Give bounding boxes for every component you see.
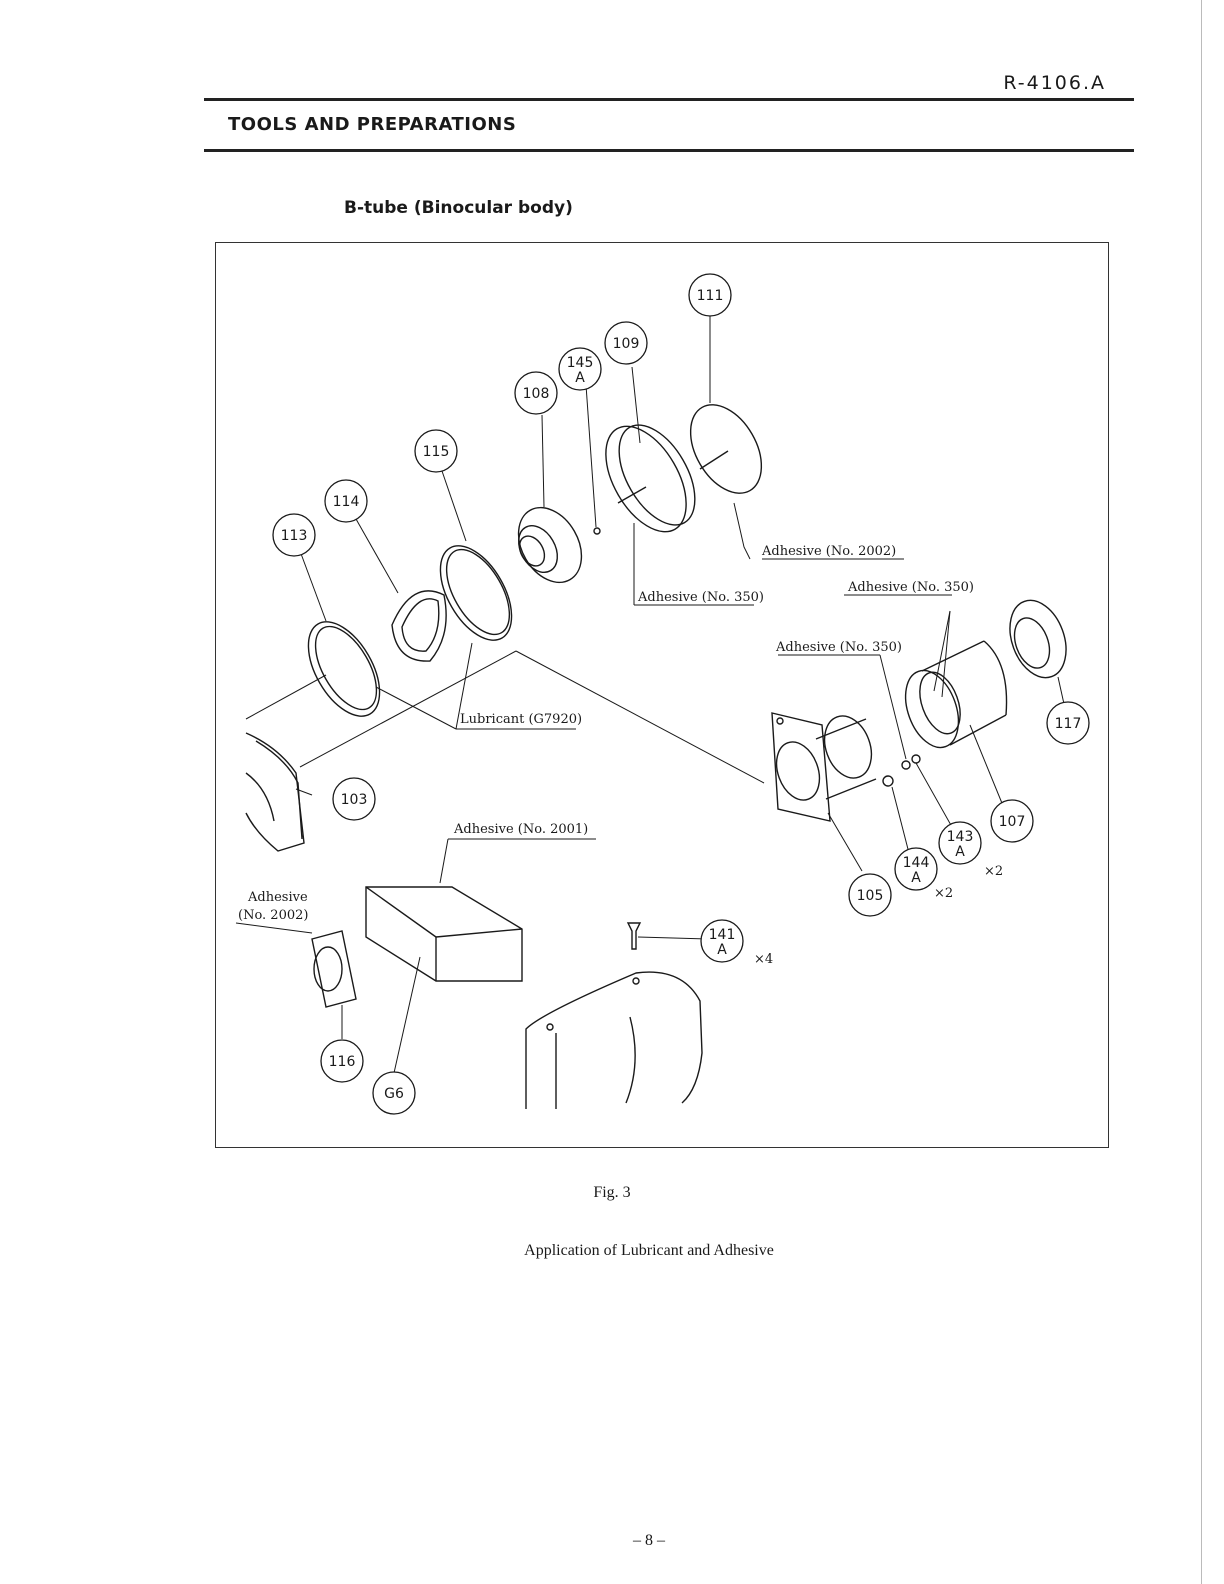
note-adhesive-2002-top: Adhesive (No. 2002) <box>761 544 896 559</box>
callout-number: 113 <box>281 528 308 544</box>
callout-117: 117 <box>1046 701 1090 745</box>
part-115-ring <box>439 545 513 641</box>
callout-number: 108 <box>523 386 550 402</box>
part-g6-prism <box>365 886 523 982</box>
exploded-view-drawing: 111109145A108115114113103117107143A144A1… <box>235 273 1090 1115</box>
callout-circle <box>272 513 316 557</box>
callout-circle <box>558 347 602 391</box>
callout-116: 116 <box>320 1039 364 1083</box>
callout-circle <box>320 1039 364 1083</box>
callout-circle <box>894 847 938 891</box>
callout-115: 115 <box>414 429 458 473</box>
callout-108: 108 <box>514 371 558 415</box>
section-title: TOOLS AND PREPARATIONS <box>228 114 517 135</box>
callout-g6: G6 <box>372 1071 416 1115</box>
note-lubricant: Lubricant (G7920) <box>460 712 582 727</box>
note-adhesive-2001: Adhesive (No. 2001) <box>453 822 588 837</box>
document-code: R-4106.A <box>1003 72 1106 94</box>
callout-number: 115 <box>423 444 450 460</box>
callout-subletter: A <box>717 942 727 958</box>
callout-circle <box>990 799 1034 843</box>
callout-113: 113 <box>272 513 316 557</box>
callout-number: 105 <box>857 888 884 904</box>
callout-number: 109 <box>613 336 640 352</box>
callout-number: 145 <box>567 355 594 371</box>
part-116-lens-plate <box>311 930 357 1008</box>
callout-number: 107 <box>999 814 1026 830</box>
part-113-ring <box>307 621 381 717</box>
note-adhesive-2002-left-line2: (No. 2002) <box>238 908 308 923</box>
callout-107: 107 <box>990 799 1034 843</box>
callout-circle <box>1046 701 1090 745</box>
note-adhesive-350-a: Adhesive (No. 350) <box>637 590 764 605</box>
callout-circle <box>324 479 368 523</box>
figure-subtitle: B-tube (Binocular body) <box>344 198 573 218</box>
callout-number: 111 <box>697 288 724 304</box>
callout-subletter: A <box>955 844 965 860</box>
note-adhesive-350-c: Adhesive (No. 350) <box>775 640 902 655</box>
callout-circle <box>514 371 558 415</box>
page-margin-line <box>1201 0 1202 1584</box>
callout-103: 103 <box>332 777 376 821</box>
multiplier-141: ×4 <box>754 952 773 967</box>
multiplier-144: ×2 <box>934 886 953 901</box>
part-111-glass-disc <box>689 404 763 494</box>
callout-circle <box>414 429 458 473</box>
part-108-eyepiece-holder <box>517 506 601 584</box>
callout-114: 114 <box>324 479 368 523</box>
part-117-end-cap <box>1009 599 1067 679</box>
multiplier-143: ×2 <box>984 864 1003 879</box>
callout-circle <box>372 1071 416 1115</box>
callout-number: 117 <box>1055 716 1082 732</box>
part-103-housing <box>245 732 305 852</box>
note-adhesive-2002-left-line1: Adhesive <box>247 890 308 905</box>
part-105-flange-body <box>771 712 877 822</box>
part-143-144-screws <box>882 754 921 787</box>
callout-number: 103 <box>341 792 368 808</box>
figure-label: Fig. 3 <box>593 1184 631 1201</box>
header-rule-bottom <box>204 149 1134 152</box>
callout-111: 111 <box>688 273 732 317</box>
part-109-ring <box>605 424 696 533</box>
callout-105: 105 <box>848 873 892 917</box>
part-107-cylinder <box>904 640 1008 749</box>
callout-number: 144 <box>903 855 930 871</box>
note-adhesive-350-b: Adhesive (No. 350) <box>847 580 974 595</box>
part-141-screw <box>626 922 642 950</box>
callout-circle <box>848 873 892 917</box>
header-rule-top <box>204 98 1134 101</box>
callout-layer: 111109145A108115114113103117107143A144A1… <box>272 273 1090 1115</box>
page-number: – 8 – <box>633 1532 665 1549</box>
figure-caption: Application of Lubricant and Adhesive <box>524 1242 774 1259</box>
leader-lines <box>235 315 1067 1074</box>
callout-109: 109 <box>604 321 648 365</box>
callout-circle <box>700 919 744 963</box>
part-114-wave-washer <box>391 590 447 662</box>
callout-number: 141 <box>709 927 736 943</box>
callout-subletter: A <box>911 870 921 886</box>
callout-number: 116 <box>329 1054 356 1070</box>
body-cover <box>525 971 703 1109</box>
callout-circle <box>688 273 732 317</box>
callout-circle <box>332 777 376 821</box>
callout-circle <box>604 321 648 365</box>
callout-circle <box>938 821 982 865</box>
callout-number: 114 <box>333 494 360 510</box>
callout-subletter: A <box>575 370 585 386</box>
callout-number: 143 <box>947 829 974 845</box>
callout-number: G6 <box>384 1086 404 1102</box>
